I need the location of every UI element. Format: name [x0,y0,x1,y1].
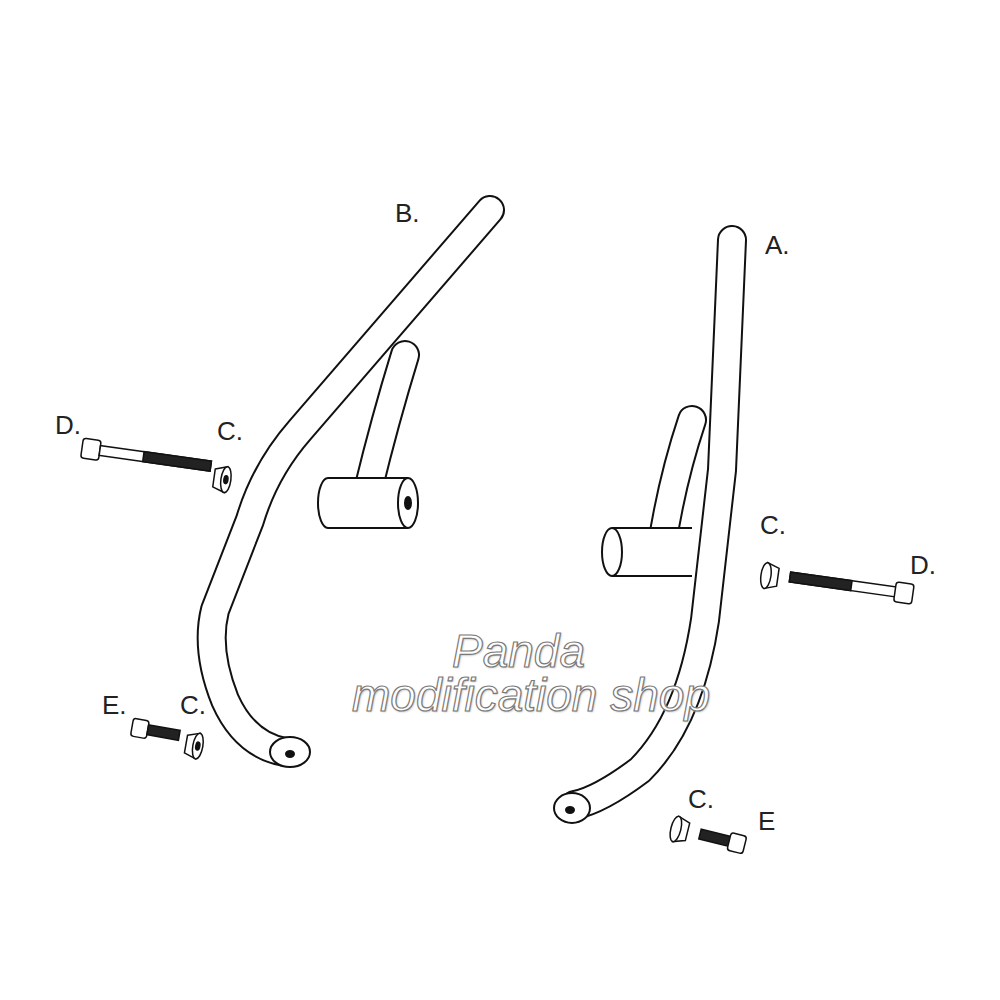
part-letter: E. [102,692,127,718]
spacer-c [759,562,779,590]
bar-b-mount [270,478,418,767]
part-letter: E [758,808,775,834]
spacer-c [184,731,205,760]
part-letter: D. [910,552,936,578]
bolt-e-right [698,825,747,854]
part-letter: B. [395,200,420,226]
watermark: Panda [452,628,585,674]
part-letter: A. [765,232,790,258]
bolt-d-right [789,567,915,604]
part-letter: C. [688,786,714,812]
bar-b [212,210,490,752]
bar-a [575,240,732,805]
part-letter: D. [55,412,81,438]
part-letter: C. [180,692,206,718]
bolt-d-left [81,438,213,476]
spacer-c [212,465,232,493]
watermark: modification shop [352,672,710,718]
spacer-c [668,815,691,844]
part-letter: C. [760,512,786,538]
part-letter: C. [217,418,243,444]
bolt-e-left [130,718,180,744]
